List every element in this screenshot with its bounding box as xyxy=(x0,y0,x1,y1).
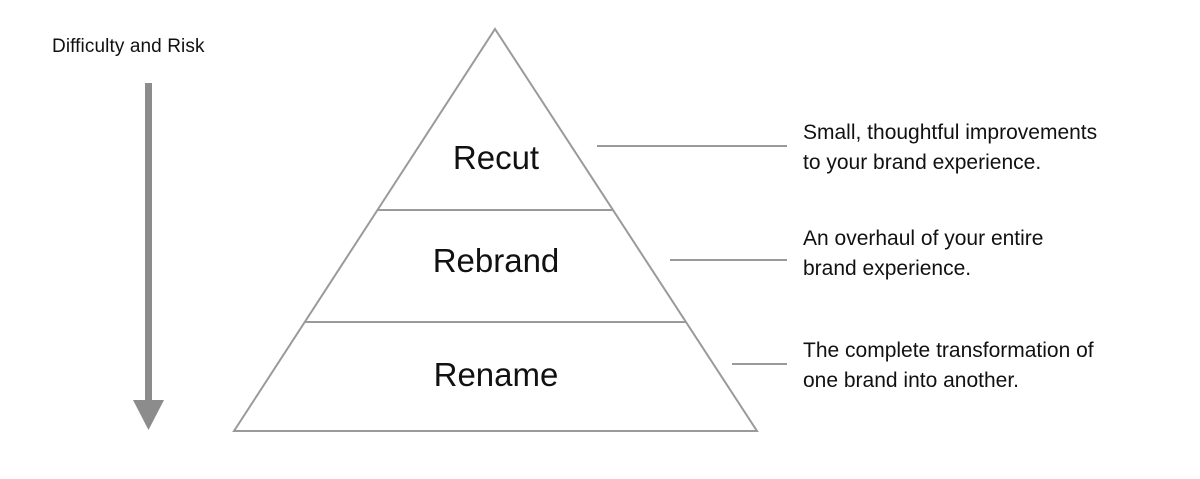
difficulty-arrow xyxy=(133,83,164,430)
tier-description-line: to your brand experience. xyxy=(803,151,1042,174)
tier-label-recut: Recut xyxy=(452,139,540,176)
tier-label-rebrand: Rebrand xyxy=(432,242,560,279)
tier-description-line: Small, thoughtful improvements xyxy=(803,121,1098,144)
tier-description-line: An overhaul of your entire xyxy=(803,227,1044,250)
pyramid-outline xyxy=(232,27,759,432)
tier-description-line: brand experience. xyxy=(803,257,972,280)
axis-label: Difficulty and Risk xyxy=(52,36,205,57)
tier-description-rebrand: An overhaul of your entire brand experie… xyxy=(803,224,1183,284)
arrow-shaft xyxy=(145,83,152,401)
tier-description-recut: Small, thoughtful improvements to your b… xyxy=(803,118,1183,178)
arrow-head-icon xyxy=(133,400,164,430)
tier-label-rename: Rename xyxy=(433,356,559,393)
tier-description-line: The complete transformation of xyxy=(803,339,1094,362)
tier-description-rename: The complete transformation of one brand… xyxy=(803,336,1183,396)
tier-description-line: one brand into another. xyxy=(803,369,1020,392)
